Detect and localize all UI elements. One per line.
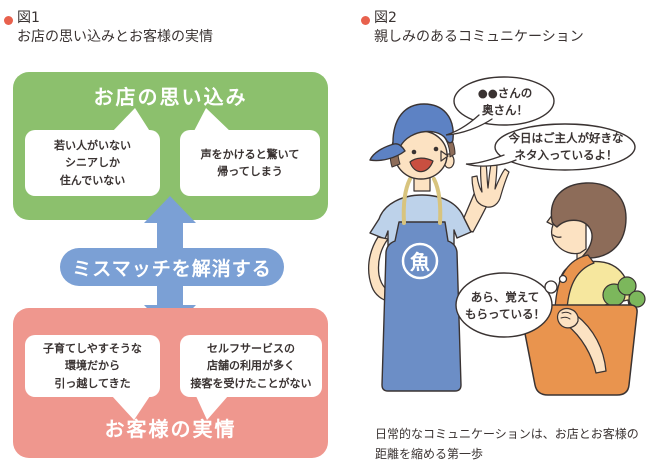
mismatch-pill: ミスマッチを解消する (60, 248, 284, 286)
speech-bubble-tail (446, 115, 492, 135)
thought-dot (544, 280, 558, 294)
waving-hand (471, 159, 510, 208)
bubble-line: 接客を受けたことがない (190, 376, 312, 390)
speech-bubble-tail-outline (445, 114, 493, 136)
bubble-line: 引っ越してきた (54, 376, 131, 390)
bubble-line: セルフサービスの (207, 342, 295, 356)
figure1-bullet-icon (4, 16, 13, 25)
figure2-title: 親しみのあるコミュニケーション (374, 29, 584, 45)
figure1-label: 図1 (17, 10, 40, 26)
bubble-line: 子育てしやすそうな (43, 342, 142, 356)
bubble-line: 声をかけると驚いて (200, 147, 300, 161)
speech-line: ●●さんの (477, 86, 533, 100)
thought-bubble (455, 272, 568, 338)
fishmonger-eye (411, 149, 417, 155)
fishmonger-apron (381, 221, 462, 392)
apron-emblem-circle (401, 242, 439, 280)
speech-bubble-1-text: ●●さんの 奥さん！ (452, 85, 558, 120)
figure2-caption: 日常的なコミュニケーションは、お店とお客様の 距離を縮める第一歩 (375, 425, 650, 465)
store-assumptions-title: お店の思い込み (93, 85, 248, 109)
bubble-line: 住んでいない (59, 173, 126, 187)
apron-strap (401, 177, 412, 225)
caption-line: 距離を縮める第一歩 (375, 446, 484, 461)
customer-reality-title: お客様の実情 (104, 417, 237, 441)
figure1-title: お店の思い込みとお客様の実情 (17, 29, 213, 45)
bubble-line: 店舗の利用が多く (207, 359, 295, 373)
reality-bubble-right: セルフサービスの 店舗の利用が多く 接客を受けたことがない (180, 335, 322, 397)
speech-bubble-tail-outline (465, 154, 517, 167)
cap-brim (369, 143, 406, 162)
figure2-label: 図2 (374, 10, 397, 26)
bubble-tail (111, 108, 151, 133)
thought-bubble-ellipse (455, 272, 553, 338)
fishmonger-eye (433, 146, 439, 152)
speech-bubble-ellipse (494, 123, 636, 171)
fishmonger-nose (440, 150, 449, 162)
customer-woman (520, 182, 646, 396)
broccoli (617, 276, 637, 296)
bubble-tail (193, 108, 232, 133)
broccoli (628, 290, 646, 308)
speech-bubble-2 (465, 123, 636, 171)
speech-line: ネタ入っているよ！ (514, 148, 618, 163)
speech-line: 今日はご主人が好きな (508, 131, 624, 145)
bubble-line: 若い人がいない (54, 139, 131, 153)
figure2-illustration: 魚 (367, 76, 646, 396)
thought-bubble-text: あら、覚えて もらっている！ (453, 289, 557, 324)
bubble-line: 帰ってしまう (217, 165, 283, 178)
speech-line: もらっている！ (465, 307, 545, 322)
bubble-line: シニアしか (65, 156, 120, 170)
hand-fingers (560, 311, 572, 320)
speech-line: あら、覚えて (470, 290, 540, 304)
speech-bubble-ellipse (453, 76, 555, 126)
bubble-line: 環境だから (65, 359, 120, 373)
caption-line: 日常的なコミュニケーションは、お店とお客様の (375, 427, 639, 441)
bubble-tail (112, 396, 150, 420)
speech-line: 奥さん！ (482, 103, 528, 118)
speech-bubble-2-text: 今日はご主人が好きな ネタ入っているよ！ (498, 130, 634, 165)
fishmonger: 魚 (367, 103, 510, 392)
customer-mouth (552, 234, 562, 238)
apron-strap (432, 177, 443, 225)
fishmonger-mouth (409, 157, 434, 173)
fish-kanji: 魚 (410, 250, 430, 274)
reality-bubble-left: 子育てしやすそうな 環境だから 引っ越してきた (25, 335, 160, 397)
assumption-bubble-left: 若い人がいない シニアしか 住んでいない (25, 130, 160, 196)
speech-bubble-1 (445, 76, 555, 136)
assumption-bubble-right: 声をかけると驚いて 帰ってしまう (180, 130, 320, 196)
figure2-bullet-icon (361, 16, 370, 25)
bubble-tail (196, 396, 228, 420)
thought-dot (558, 274, 568, 284)
